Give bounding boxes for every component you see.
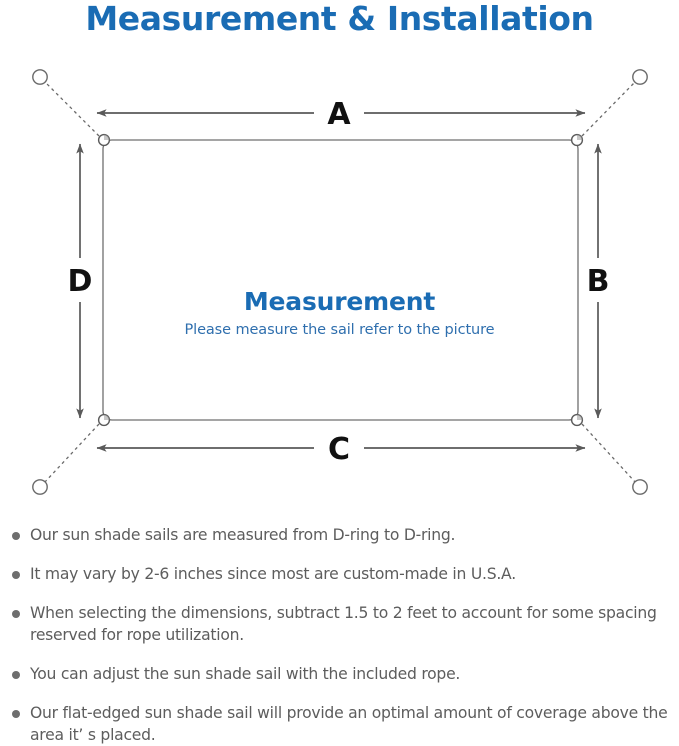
anchor-points bbox=[32, 69, 648, 495]
anchor-circle-top-left bbox=[32, 69, 48, 85]
bullet-icon bbox=[12, 610, 20, 618]
sail-outline bbox=[102, 139, 579, 421]
bullet-icon bbox=[12, 571, 20, 579]
dimension-label-d: D bbox=[68, 264, 93, 299]
anchor-circle-bottom-right bbox=[632, 479, 648, 495]
anchor-circle-bottom-left bbox=[32, 479, 48, 495]
note-text: When selecting the dimensions, subtract … bbox=[30, 604, 657, 644]
dimension-label-a: A bbox=[327, 97, 351, 132]
note-text: Our sun shade sails are measured from D-… bbox=[30, 526, 456, 544]
page-title: Measurement & Installation bbox=[85, 0, 594, 38]
rope-lines bbox=[43, 80, 637, 484]
anchor-circle-top-right bbox=[632, 69, 648, 85]
rope-top-right bbox=[581, 80, 637, 137]
d-ring-shading bbox=[104, 134, 583, 420]
bullet-icon bbox=[12, 671, 20, 679]
measurement-diagram: A C D B Measurement Please measure the s… bbox=[0, 52, 679, 512]
note-item: You can adjust the sun shade sail with t… bbox=[0, 663, 679, 685]
note-item: When selecting the dimensions, subtract … bbox=[0, 602, 679, 646]
note-item: Our flat-edged sun shade sail will provi… bbox=[0, 702, 679, 746]
dimension-label-b: B bbox=[587, 264, 610, 299]
bullet-icon bbox=[12, 710, 20, 718]
dimension-label-c: C bbox=[328, 432, 350, 467]
rope-bottom-left bbox=[43, 423, 100, 484]
note-text: You can adjust the sun shade sail with t… bbox=[30, 665, 461, 683]
note-item: It may vary by 2-6 inches since most are… bbox=[0, 563, 679, 585]
rope-top-left bbox=[43, 80, 100, 137]
note-item: Our sun shade sails are measured from D-… bbox=[0, 524, 679, 546]
note-text: Our flat-edged sun shade sail will provi… bbox=[30, 704, 668, 744]
rope-bottom-right bbox=[581, 423, 637, 484]
notes-list: Our sun shade sails are measured from D-… bbox=[0, 524, 679, 746]
note-text: It may vary by 2-6 inches since most are… bbox=[30, 565, 516, 583]
bullet-icon bbox=[12, 532, 20, 540]
